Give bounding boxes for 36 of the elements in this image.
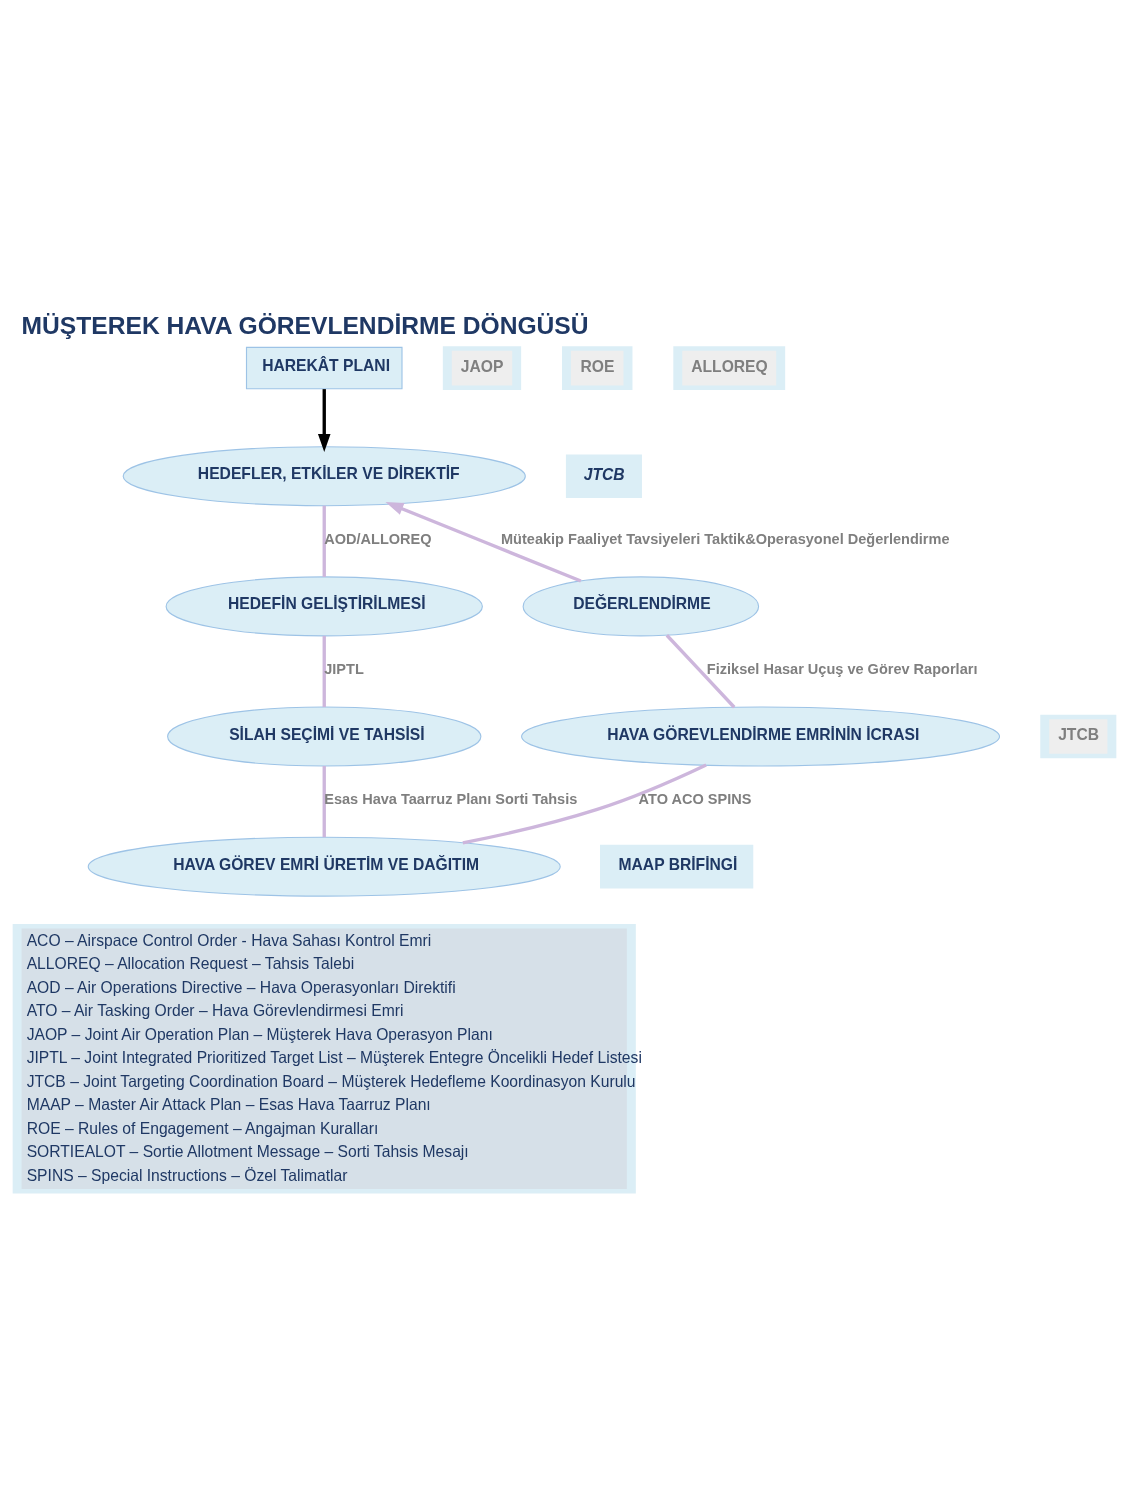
label: SPINS – Special Instructions – Özel Talimatlar [26,1166,348,1184]
node-ellipse: HEDEFİN GELİŞTİRİLMESİ [165,576,483,637]
label: ALLOREQ – Allocation Request – Tahsis Talebi [26,955,355,973]
label: JTCB – Joint Targeting Coordination Board – Müşterek Hedefleme Koordinasyon Kurulu [26,1072,636,1090]
label: ALLOREQ [691,357,768,375]
label: SORTIEALOT – Sortie Allotment Message – Sorti Tahsis Mesajı [26,1143,469,1161]
label: JTCB [1058,726,1100,744]
node-ellipse: HAVA GÖREV EMRİ ÜRETİM VE DAĞITIM [87,836,561,897]
label: JAOP – Joint Air Operation Plan – Müşterek Hava Operasyon Planı [26,1025,493,1043]
edge-label: Müteakip Faaliyet Tavsiyeleri Taktik&Operasyonel Değerlendirme [501,530,950,547]
edge-label: Fiziksel Hasar Uçuş ve Görev Raporları [706,661,978,678]
label: JIPTL – Joint Integrated Prioritized Target List – Müşterek Entegre Öncelikli Hedef Listesi [26,1049,642,1067]
node-ellipse: HEDEFLER, ETKİLER VE DİREKTİF [122,446,526,507]
label: ROE [580,357,615,375]
diagram-title: MÜŞTEREK HAVA GÖREVLENDİRME DÖNGÜSÜ [21,311,589,339]
node-ellipse: HAVA GÖREVLENDİRME EMRİNİN İCRASI [521,706,1001,767]
label: MAAP BRİFİNGİ [618,856,738,874]
connector [322,635,326,708]
arrow [317,389,331,452]
label: ACO – Airspace Control Order - Hava Sahası Kontrol Emri [26,931,432,949]
node-ellipse: DEĞERLENDİRME [522,576,760,637]
label: ROE – Rules of Engagement – Angajman Kuralları [26,1119,379,1137]
label: AOD – Air Operations Directive – Hava Operasyonları Direktifi [26,978,456,996]
label: MAAP – Master Air Attack Plan – Esas Hava Taarruz Planı [26,1096,431,1114]
node-box: HAREKÂT PLANI [245,346,403,390]
label: ATO – Air Tasking Order – Hava Görevlendirmesi Emri [26,1002,404,1020]
label: JTCB [583,465,625,483]
connector [322,505,326,577]
connector [462,763,707,845]
edge-label: ATO ACO SPINS [638,791,752,808]
arrow [385,502,582,583]
node-ellipse: SİLAH SEÇİMİ VE TAHSİSİ [167,706,482,767]
connector [665,634,736,709]
edge-label: Esas Hava Taarruz Planı Sorti Tahsis [324,791,578,808]
connector [322,766,326,838]
label: JAOP [460,357,504,375]
